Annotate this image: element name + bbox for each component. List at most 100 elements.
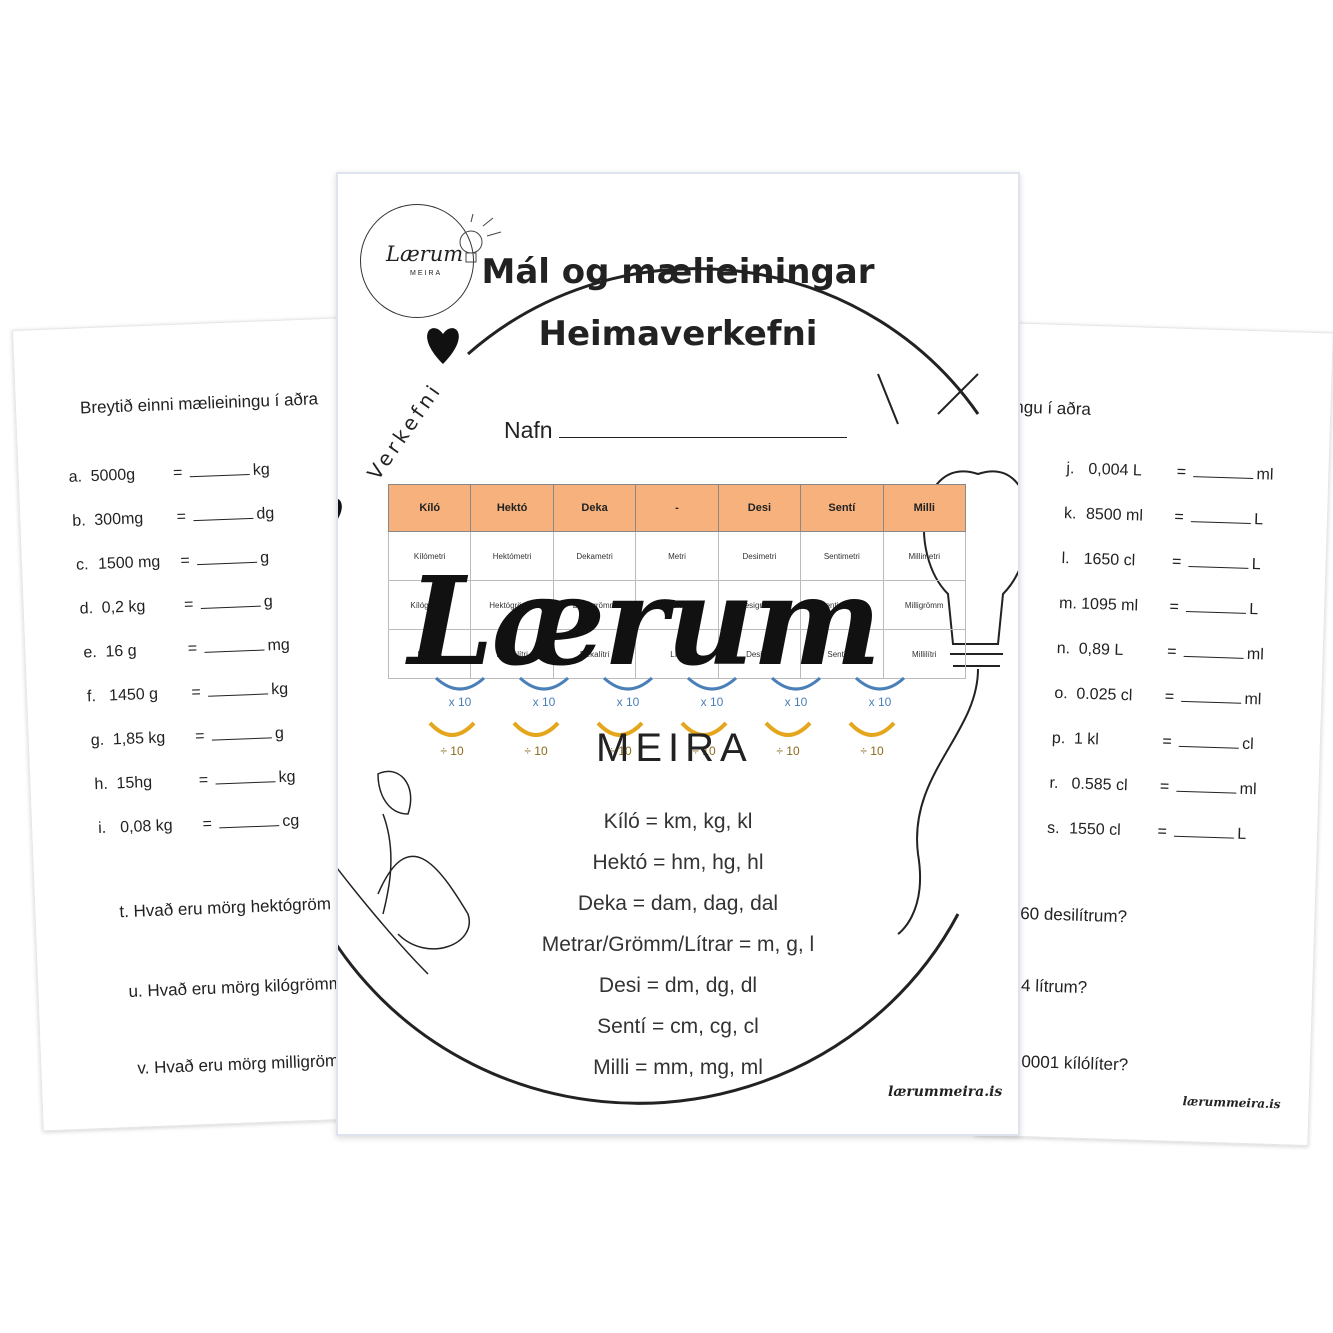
divide-label: ÷ 10 [692, 744, 716, 758]
exercise-unit: cl [1241, 735, 1254, 754]
exercise-label: b. [72, 512, 87, 530]
right-exercise-4: n.0,89 L = ml [1056, 639, 1265, 664]
exercise-label: i. [97, 819, 107, 838]
exercise-unit: L [1249, 600, 1259, 619]
exercise-label: n. [1056, 639, 1071, 658]
divide-arrow: ÷ 10 [674, 719, 734, 758]
divide-label: ÷ 10 [524, 744, 548, 758]
multiply-arrow: x 10 [514, 674, 574, 709]
answer-blank[interactable] [211, 727, 273, 741]
left-exercise-0: a.5000g = kg [68, 461, 271, 486]
right-exercise-7: r.0.585 cl = ml [1049, 774, 1257, 799]
exercise-label: c. [75, 556, 89, 574]
answer-blank[interactable] [219, 815, 280, 829]
exercise-label: a. [68, 468, 83, 486]
divide-arrow: ÷ 10 [422, 719, 482, 758]
answer-blank[interactable] [193, 507, 254, 522]
left-question-v: v. Hvað eru mörg milligröm [137, 1050, 340, 1078]
exercise-unit: g [274, 724, 285, 743]
answer-blank[interactable] [204, 639, 265, 653]
left-exercise-6: g.1,85 kg = g [90, 724, 285, 750]
exercise-label: e. [83, 643, 98, 662]
exercise-unit: L [1236, 825, 1247, 843]
answer-blank[interactable] [1183, 645, 1245, 659]
table-header: - [635, 484, 719, 532]
right-exercise-5: o.0.025 cl = ml [1054, 684, 1262, 709]
answer-blank[interactable] [196, 551, 258, 566]
exercise-unit: dg [256, 505, 275, 523]
exercise-value: 0,89 L [1078, 640, 1124, 660]
exercise-label: o. [1054, 684, 1068, 703]
answer-blank[interactable] [1176, 780, 1237, 794]
exercise-label: m. [1058, 595, 1078, 613]
answer-blank[interactable] [1188, 556, 1249, 569]
exercise-label: s. [1046, 819, 1060, 838]
right-exercise-1: k.8500 ml = L [1063, 505, 1264, 529]
answer-blank[interactable] [1178, 735, 1240, 749]
divide-arrow: ÷ 10 [758, 719, 818, 758]
left-exercise-1: b.300mg = dg [72, 505, 275, 530]
exercise-value: 5000g [90, 466, 136, 486]
left-question-u: u. Hvað eru mörg kilógrömm [128, 973, 344, 1002]
exercise-unit: L [1251, 556, 1261, 574]
answer-blank[interactable] [189, 463, 250, 478]
exercise-unit: kg [270, 680, 289, 699]
answer-blank[interactable] [1174, 825, 1235, 839]
name-line[interactable] [558, 433, 847, 438]
divide-label: ÷ 10 [860, 744, 884, 758]
curved-arrow-icon [686, 676, 738, 691]
exercise-unit: kg [252, 461, 271, 479]
left-exercise-2: c.1500 mg = g [75, 549, 270, 574]
left-question-t: t. Hvað eru mörg hektógröm [119, 894, 332, 922]
multiply-label: x 10 [616, 695, 640, 709]
left-exercise-8: i.0,08 kg = cg [97, 812, 300, 838]
multiply-label: x 10 [448, 695, 472, 709]
right-exercise-3: m.1095 ml = L [1058, 595, 1259, 619]
answer-blank[interactable] [1186, 600, 1247, 614]
name-field[interactable]: Nafn [504, 417, 847, 444]
worksheet-title: Mál og mælieiningar [481, 252, 875, 292]
answer-blank[interactable] [1193, 466, 1254, 480]
small-lightbulb-icon [459, 214, 502, 263]
curved-arrow-icon [680, 721, 728, 737]
exercise-value: 0,08 kg [119, 817, 173, 837]
exercise-unit: L [1253, 511, 1264, 529]
answer-blank[interactable] [1191, 511, 1252, 524]
multiply-label: x 10 [784, 695, 808, 709]
curved-arrow-icon [512, 721, 560, 737]
left-instruction: Breytið einni mælieiningu í aðra [79, 389, 319, 418]
exercise-label: j. [1066, 460, 1075, 478]
multiply-label: x 10 [700, 695, 724, 709]
exercise-unit: g [259, 549, 270, 567]
curved-arrow-icon [434, 676, 486, 691]
exercise-label: p. [1051, 729, 1066, 748]
left-exercise-4: e.16 g = mg [83, 636, 291, 662]
logo-circle [360, 204, 474, 318]
exercise-value: 1650 cl [1083, 550, 1136, 570]
answer-blank[interactable] [200, 595, 262, 609]
table-cell: Lítri [635, 629, 719, 679]
exercise-value: 1 kl [1073, 730, 1100, 749]
exercise-unit: kg [278, 768, 296, 787]
hand-plant-icon [338, 770, 471, 975]
right-instruction: ngu í aðra [1014, 397, 1092, 419]
right-exercise-8: s.1550 cl = L [1046, 819, 1247, 843]
table-cell: Kílógrömm [387, 580, 472, 630]
answer-blank[interactable] [1181, 690, 1242, 704]
exercise-label: f. [86, 688, 97, 706]
decorative-circle [338, 267, 1018, 1105]
answer-blank[interactable] [215, 771, 276, 785]
divide-arrow: ÷ 10 [506, 719, 566, 758]
prefix-legend-line: Kíló = km, kg, kl [603, 810, 753, 833]
exercise-value: 8500 ml [1085, 505, 1144, 525]
exercise-value: 1095 ml [1080, 595, 1139, 615]
curved-arrow-icon [602, 676, 654, 691]
left-exercise-7: h.15hg = kg [94, 768, 296, 794]
table-cell: Kílólítri [387, 629, 472, 679]
left-exercise-3: d.0,2 kg = g [79, 593, 274, 618]
divide-arrow: ÷ 10 [842, 719, 902, 758]
answer-blank[interactable] [208, 683, 269, 697]
